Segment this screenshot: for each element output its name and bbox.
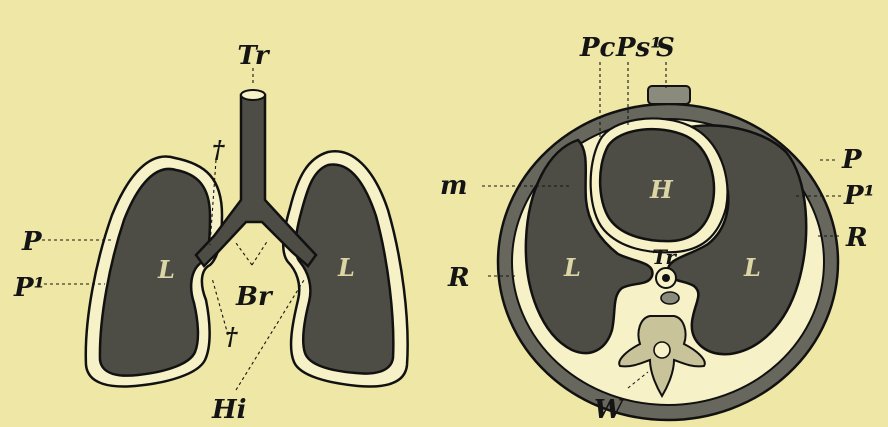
label-pericardium: Pc xyxy=(579,33,616,63)
trachea-lumen xyxy=(662,274,670,282)
label-dagger-bottom: † xyxy=(225,322,238,351)
label-pleura-inner-right: P¹ xyxy=(843,181,875,211)
label-sternum: S xyxy=(656,33,675,63)
label-section-trachea: Tr xyxy=(652,245,677,269)
label-pleura-outer-left: P xyxy=(21,227,43,257)
label-pleura-inner-top: Ps¹ xyxy=(615,33,662,63)
label-pleura-outer-right: P xyxy=(841,145,863,175)
sternum xyxy=(648,86,690,104)
label-ribs-right: R xyxy=(845,223,868,253)
label-left-lung-l: L xyxy=(157,255,175,284)
label-section-right-lung: L xyxy=(743,253,761,282)
label-ribs-left: R xyxy=(447,263,470,293)
label-dagger-top: † xyxy=(212,135,225,164)
trachea-opening xyxy=(241,90,265,100)
label-pleura-inner-left: P¹ xyxy=(13,273,45,303)
label-section-left-lung: L xyxy=(563,253,581,282)
label-mediastinum: m xyxy=(440,171,468,201)
label-heart: H xyxy=(649,175,674,204)
label-trachea: Tr xyxy=(237,41,270,71)
left-lung xyxy=(100,169,210,376)
right-figure xyxy=(482,62,842,420)
label-bronchi: Br xyxy=(235,282,274,312)
label-left-lung-r: L xyxy=(337,253,355,282)
label-vertebra: W xyxy=(594,395,626,422)
esophagus xyxy=(661,292,679,304)
label-hilum: Hi xyxy=(211,395,246,422)
spinal-canal xyxy=(654,342,670,358)
